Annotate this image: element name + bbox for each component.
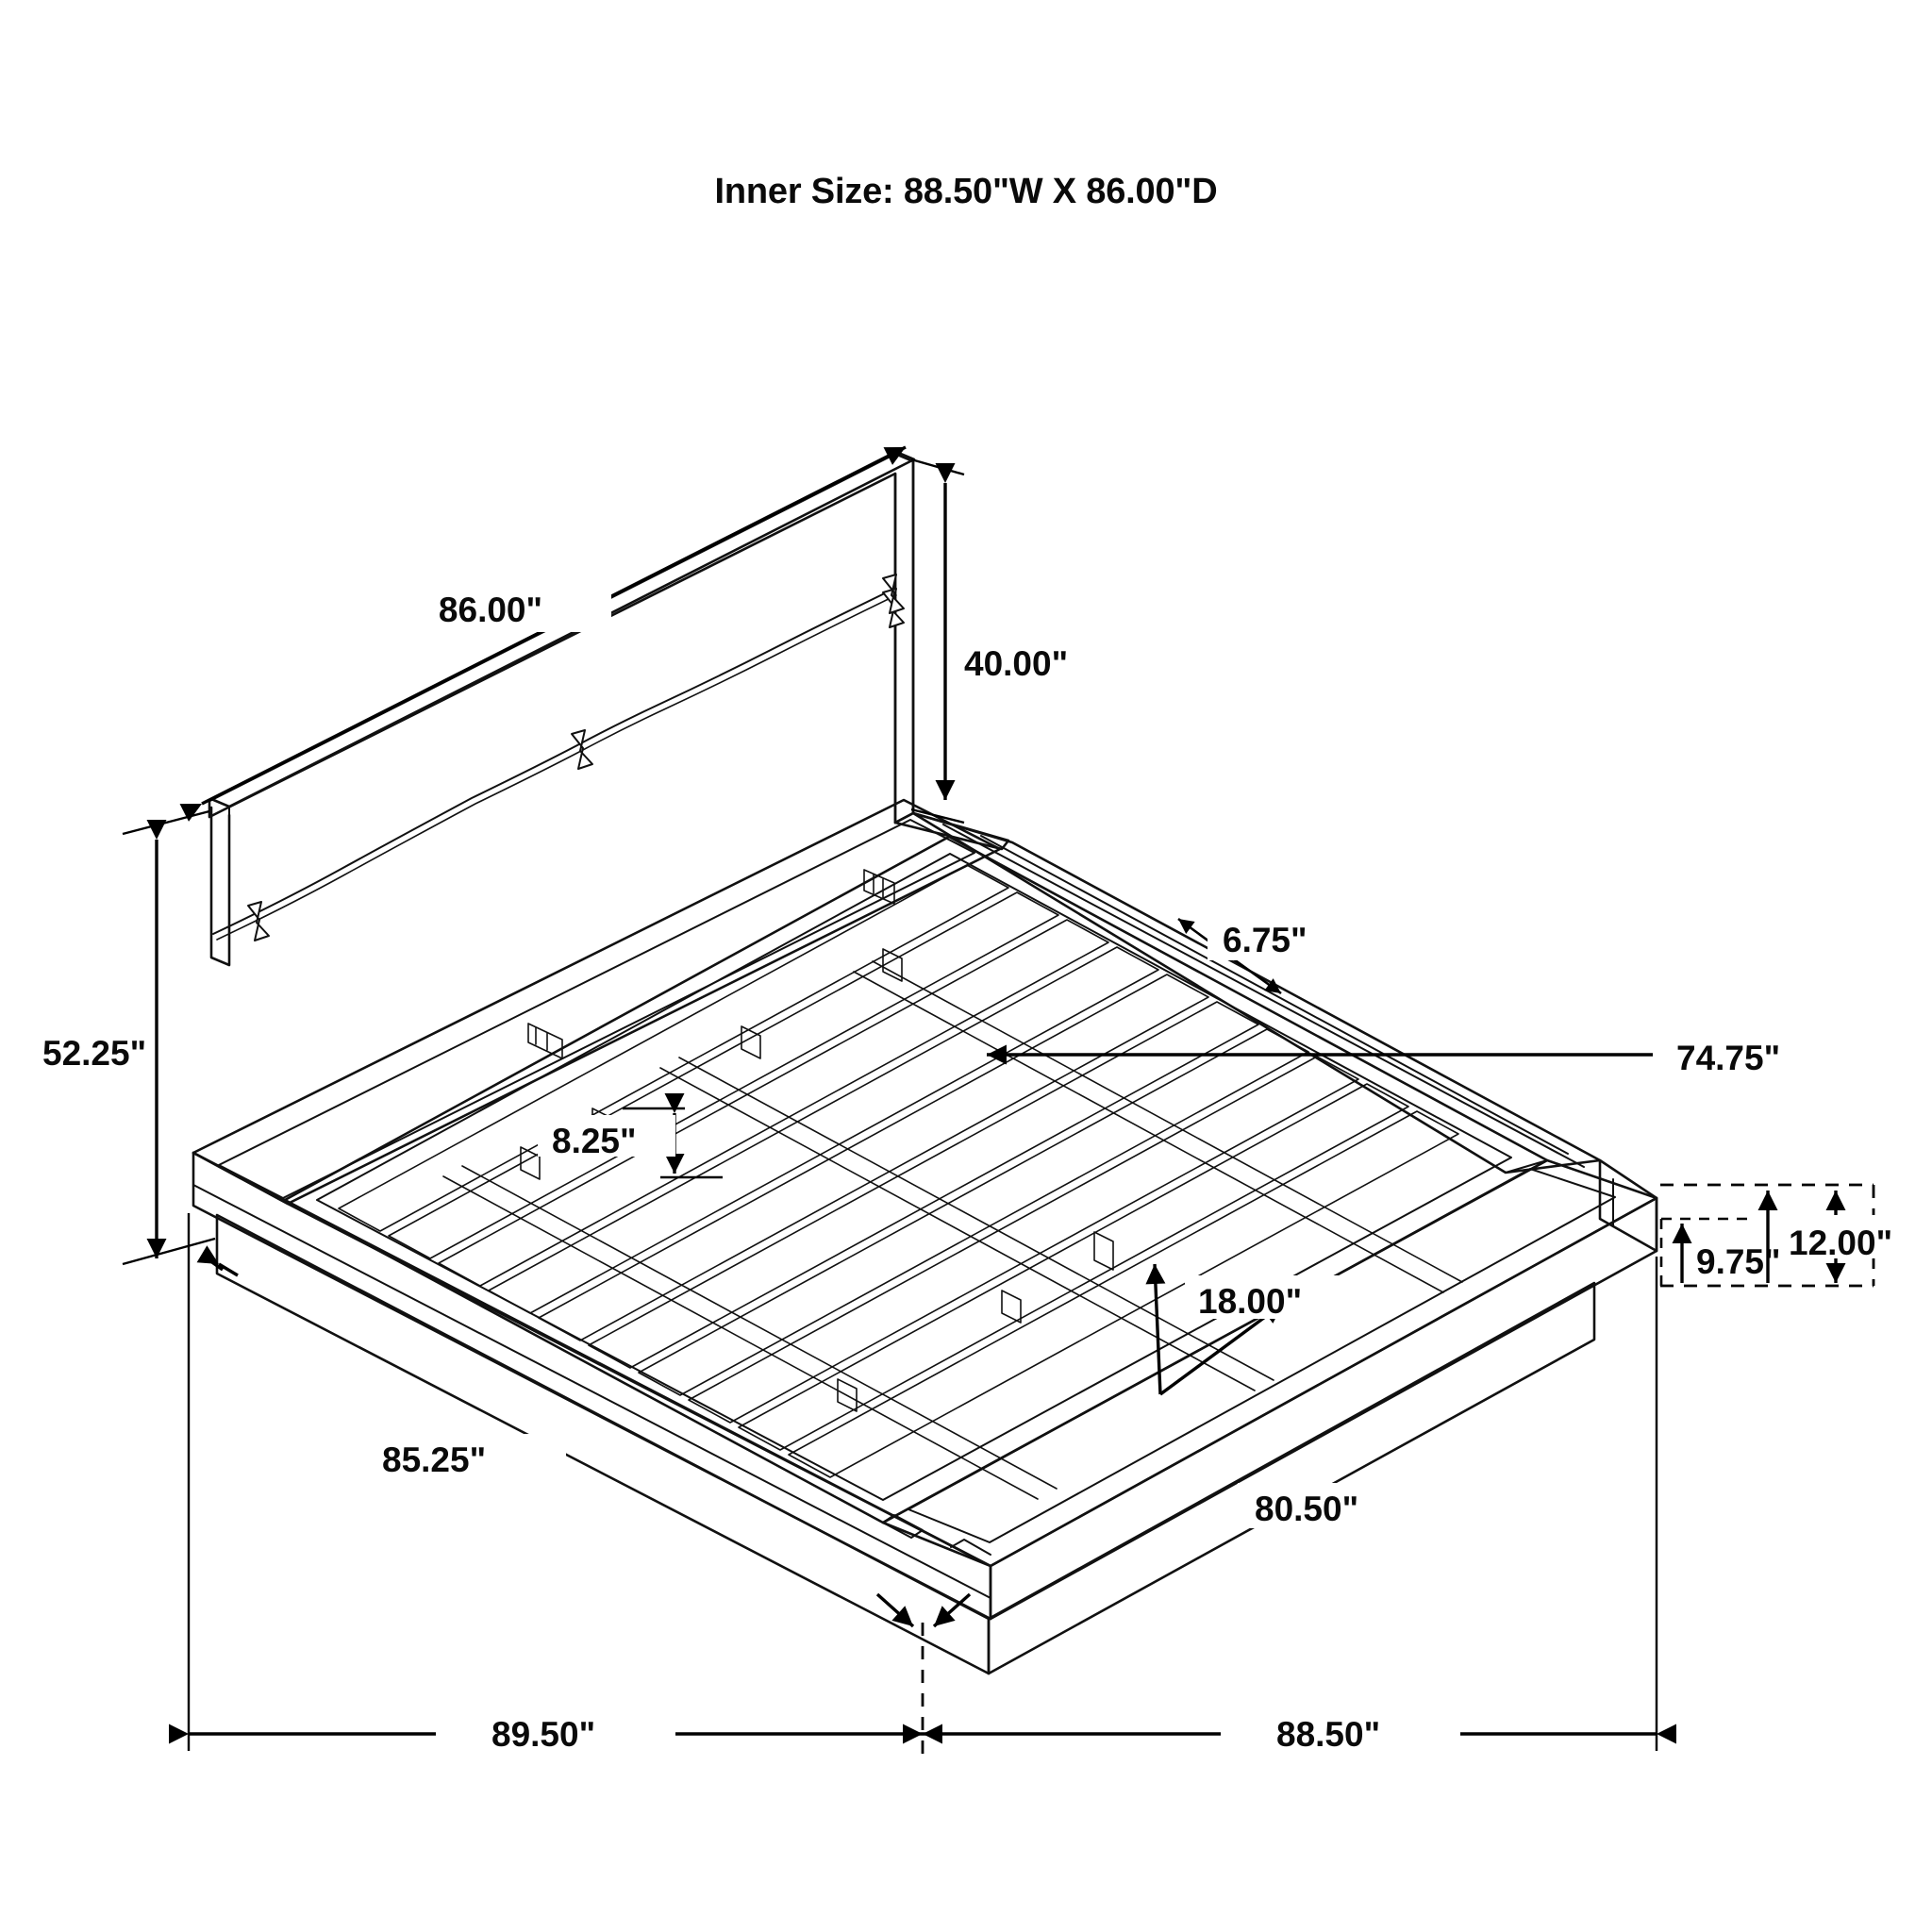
plinth-left (215, 1213, 991, 1675)
label-overall-depth: 89.50" (491, 1715, 595, 1754)
label-overall-height: 52.25" (42, 1034, 146, 1073)
head-corner-notch (1505, 1159, 1548, 1174)
dimension-base-heights: 9.75" 12.00" (1659, 1183, 1932, 1288)
bowtie-key-center-icon (571, 729, 593, 770)
headboard (208, 450, 916, 967)
label-deck-depth: 74.75" (1676, 1039, 1780, 1077)
slat-support-rail-group (442, 960, 1463, 1500)
label-slat-spacing: 8.25" (552, 1122, 637, 1160)
dimension-headboard-height: 40.00" (910, 458, 1068, 824)
left-rail-band (192, 1151, 992, 1568)
dimension-foot-rail-length: 80.50" (1238, 1483, 1438, 1528)
label-foot-rail-length: 80.50" (1255, 1490, 1358, 1528)
dimension-overall-height: 52.25" (42, 809, 216, 1266)
label-overall-width: 88.50" (1276, 1715, 1380, 1754)
headboard-live-edge-seam (212, 588, 895, 935)
frame-hardware-detail (527, 869, 895, 1059)
label-headboard-height: 40.00" (964, 644, 1068, 683)
headboard-left-post (209, 806, 231, 967)
right-side-rail-top-inner-2 (980, 835, 1569, 1155)
page-title: Inner Size: 88.50"W X 86.00"D (714, 172, 1218, 211)
left-rail-face (192, 1151, 992, 1621)
label-foot-rail-depth: 18.00" (1198, 1282, 1302, 1321)
dimension-slat-spacing: 8.25" (538, 1093, 723, 1179)
label-deck-height: 12.00" (1789, 1224, 1892, 1262)
plinth-front-top (990, 1282, 1595, 1620)
foot-end-notch-2 (950, 1539, 991, 1556)
headboard-live-edge-seam-2 (216, 594, 897, 941)
label-rail-top-width: 6.75" (1223, 921, 1307, 959)
left-rail-face-inner (192, 1184, 991, 1599)
dimension-foot-rail-depth: 18.00" (1145, 1263, 1374, 1396)
right-side-rail-top-inner (942, 824, 1585, 1168)
label-side-rail-length: 85.25" (382, 1441, 486, 1479)
dimension-side-rail-length: 85.25" (196, 1245, 566, 1479)
dimension-deck-depth: 74.75" (987, 1026, 1885, 1077)
foot-end-notch (882, 1514, 924, 1539)
slat-spacer-block-group (520, 948, 1114, 1412)
bowtie-key-left-icon (247, 901, 270, 941)
bed-frame (192, 798, 1658, 1675)
slat-group (338, 864, 1459, 1478)
dimension-rail-top-width: 6.75" (1177, 917, 1389, 995)
dimension-headboard-width: 86.00" (179, 445, 907, 822)
label-headboard-width: 86.00" (439, 591, 542, 629)
right-corner-cap (1598, 1158, 1658, 1253)
dimension-bottom-chain: 89.50" 88.50" (169, 1213, 1676, 1760)
headboard-right-face (893, 459, 915, 824)
slat-deck-frame-inner (316, 853, 1512, 1501)
